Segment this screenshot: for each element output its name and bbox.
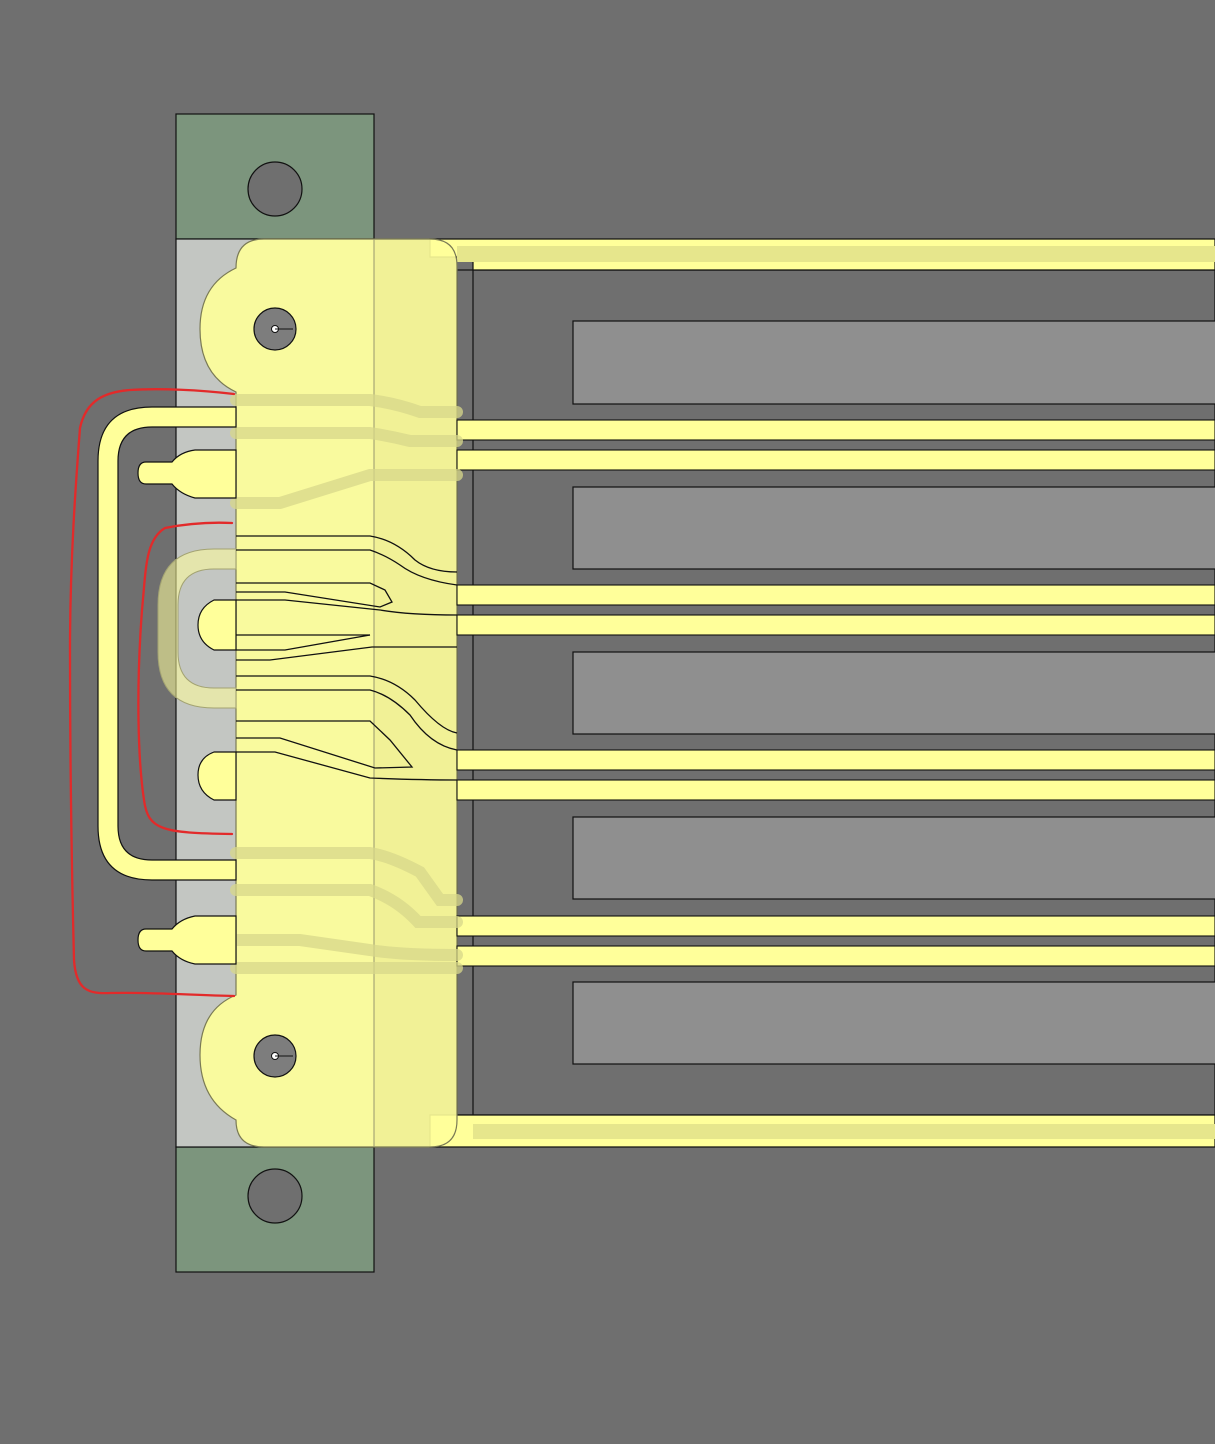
outer-rails [429, 238, 1215, 1148]
window-slot-4 [572, 816, 1215, 900]
u-loop-outer [97, 406, 237, 881]
u-loop-inner [157, 548, 237, 709]
window-slot-3 [572, 651, 1215, 735]
center-routing-lines [236, 535, 458, 781]
mount-hole-top [247, 161, 303, 217]
mount-plate-bottom [175, 1146, 375, 1273]
window-slots [572, 320, 1215, 1065]
markup-outer [68, 388, 236, 998]
window-slot-2 [572, 486, 1215, 570]
internal-routing [230, 394, 463, 974]
markup-inner [137, 521, 234, 836]
side-tab-lower-left [137, 915, 237, 965]
mount-hole-bottom [247, 1168, 303, 1224]
side-tab-upper-left [137, 449, 237, 499]
pivot-hole-bottom [253, 1034, 297, 1078]
flex-body [199, 238, 458, 1148]
side-tab-center-lower [197, 751, 237, 801]
trace-bundle [456, 419, 1215, 967]
mount-plate-top [175, 113, 375, 240]
window-slot-5 [572, 981, 1215, 1065]
side-tab-center-upper [197, 599, 237, 651]
pivot-hole-top [253, 307, 297, 351]
window-slot-1 [572, 320, 1215, 405]
